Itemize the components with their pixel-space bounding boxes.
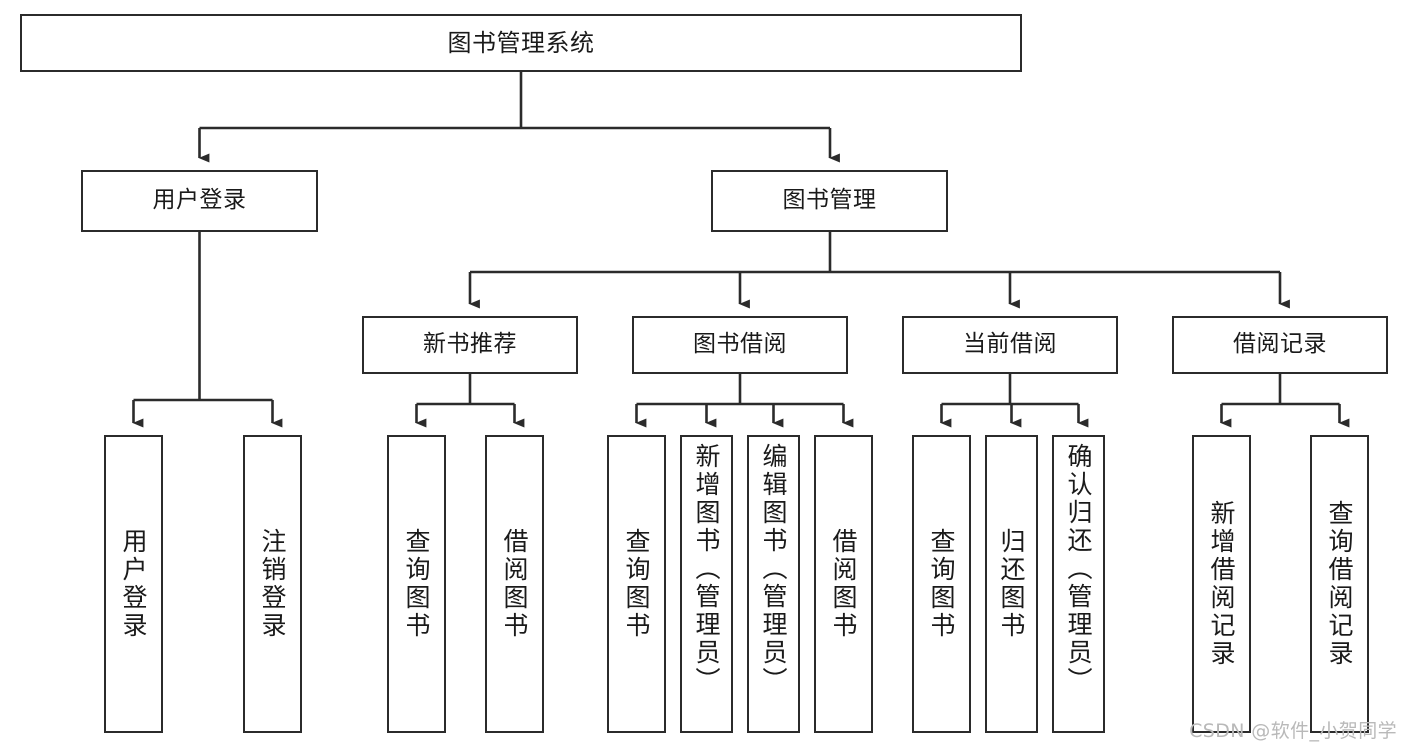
node-leaf-return-book[interactable]: 归还图书 — [985, 435, 1038, 733]
node-root-label: 图书管理系统 — [447, 28, 595, 57]
node-leaf-borrow-book-recommend-label: 借阅图书 — [500, 528, 529, 640]
node-leaf-borrow-book[interactable]: 借阅图书 — [814, 435, 873, 733]
node-leaf-confirm-return[interactable]: 确认归还（管理员） — [1052, 435, 1105, 733]
node-leaf-edit-book[interactable]: 编辑图书（管理员） — [747, 435, 800, 733]
node-leaf-query-book-current-label: 查询图书 — [927, 528, 956, 640]
node-book-borrow-label: 图书借阅 — [693, 331, 787, 358]
node-leaf-logout-label: 注销登录 — [258, 528, 287, 640]
node-leaf-confirm-return-label: 确认归还（管理员） — [1064, 443, 1093, 695]
node-root[interactable]: 图书管理系统 — [20, 14, 1022, 72]
node-new-book-recommend-label: 新书推荐 — [423, 331, 517, 358]
node-borrow-record-label: 借阅记录 — [1233, 331, 1327, 358]
node-borrow-record[interactable]: 借阅记录 — [1172, 316, 1388, 374]
node-leaf-query-book-current[interactable]: 查询图书 — [912, 435, 971, 733]
node-user-login[interactable]: 用户登录 — [81, 170, 318, 232]
node-leaf-add-borrow-record-label: 新增借阅记录 — [1207, 500, 1236, 668]
node-new-book-recommend[interactable]: 新书推荐 — [362, 316, 578, 374]
node-leaf-add-book[interactable]: 新增图书（管理员） — [680, 435, 733, 733]
node-leaf-user-login-label: 用户登录 — [119, 528, 148, 640]
node-current-borrow[interactable]: 当前借阅 — [902, 316, 1118, 374]
node-leaf-add-borrow-record[interactable]: 新增借阅记录 — [1192, 435, 1251, 733]
node-current-borrow-label: 当前借阅 — [963, 331, 1057, 358]
node-leaf-add-book-label: 新增图书（管理员） — [692, 443, 721, 695]
node-leaf-borrow-book-recommend[interactable]: 借阅图书 — [485, 435, 544, 733]
node-leaf-return-book-label: 归还图书 — [997, 528, 1026, 640]
node-user-login-label: 用户登录 — [152, 187, 247, 214]
node-leaf-borrow-book-label: 借阅图书 — [829, 528, 858, 640]
node-leaf-query-book-borrow[interactable]: 查询图书 — [607, 435, 666, 733]
node-leaf-logout[interactable]: 注销登录 — [243, 435, 302, 733]
node-book-borrow[interactable]: 图书借阅 — [632, 316, 848, 374]
node-leaf-query-book-recommend-label: 查询图书 — [402, 528, 431, 640]
node-leaf-query-book-borrow-label: 查询图书 — [622, 528, 651, 640]
node-leaf-edit-book-label: 编辑图书（管理员） — [759, 443, 788, 695]
watermark-text: CSDN @软件_小贺同学 — [1189, 720, 1397, 742]
node-leaf-user-login[interactable]: 用户登录 — [104, 435, 163, 733]
node-leaf-query-borrow-record[interactable]: 查询借阅记录 — [1310, 435, 1369, 733]
node-leaf-query-borrow-record-label: 查询借阅记录 — [1325, 500, 1354, 668]
node-book-manage[interactable]: 图书管理 — [711, 170, 948, 232]
node-book-manage-label: 图书管理 — [782, 187, 877, 214]
node-leaf-query-book-recommend[interactable]: 查询图书 — [387, 435, 446, 733]
